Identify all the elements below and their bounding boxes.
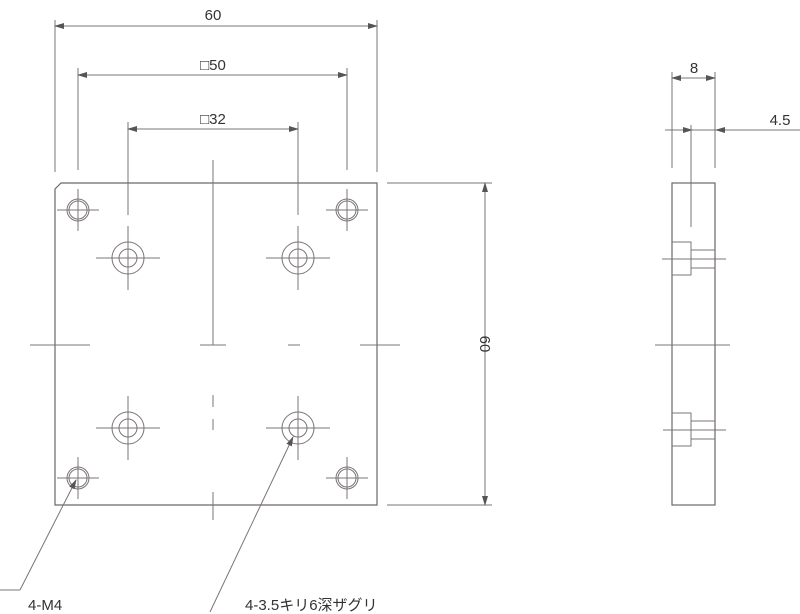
- m4-tapped-hole: [326, 457, 368, 499]
- side-view: 8 4.5: [655, 60, 800, 506]
- counterbore-callout: 4-3.5キリ6深ザグリ: [245, 597, 378, 614]
- side-counterbore-upper: [662, 241, 726, 276]
- counterbore-hole: [96, 226, 160, 290]
- counterbore-depth-dimension: 4.5: [770, 112, 791, 129]
- m4-tapped-hole: [57, 189, 99, 231]
- side-outline: [671, 182, 716, 506]
- plate-outline: [54, 182, 378, 506]
- thickness-dimension: 8: [690, 60, 698, 77]
- side-counterbore-lower: [663, 412, 726, 447]
- outer-pitch-dimension: □50: [200, 57, 226, 74]
- counterbore-holes: [96, 226, 330, 460]
- tapped-hole-callout: 4-M4: [28, 597, 62, 614]
- counterbore-hole: [266, 396, 330, 460]
- width-dimension: 60: [205, 7, 222, 24]
- m4-tapped-hole: [57, 457, 99, 499]
- m4-tapped-hole: [326, 189, 368, 231]
- front-view: 60 □50 □32 60 4-M4 4-3.5キリ6深ザグリ: [0, 7, 493, 614]
- height-dimension: 60: [476, 336, 493, 353]
- counterbore-hole: [266, 226, 330, 290]
- counterbore-hole: [96, 396, 160, 460]
- tapped-holes: [57, 189, 368, 499]
- inner-pitch-dimension: □32: [200, 111, 226, 128]
